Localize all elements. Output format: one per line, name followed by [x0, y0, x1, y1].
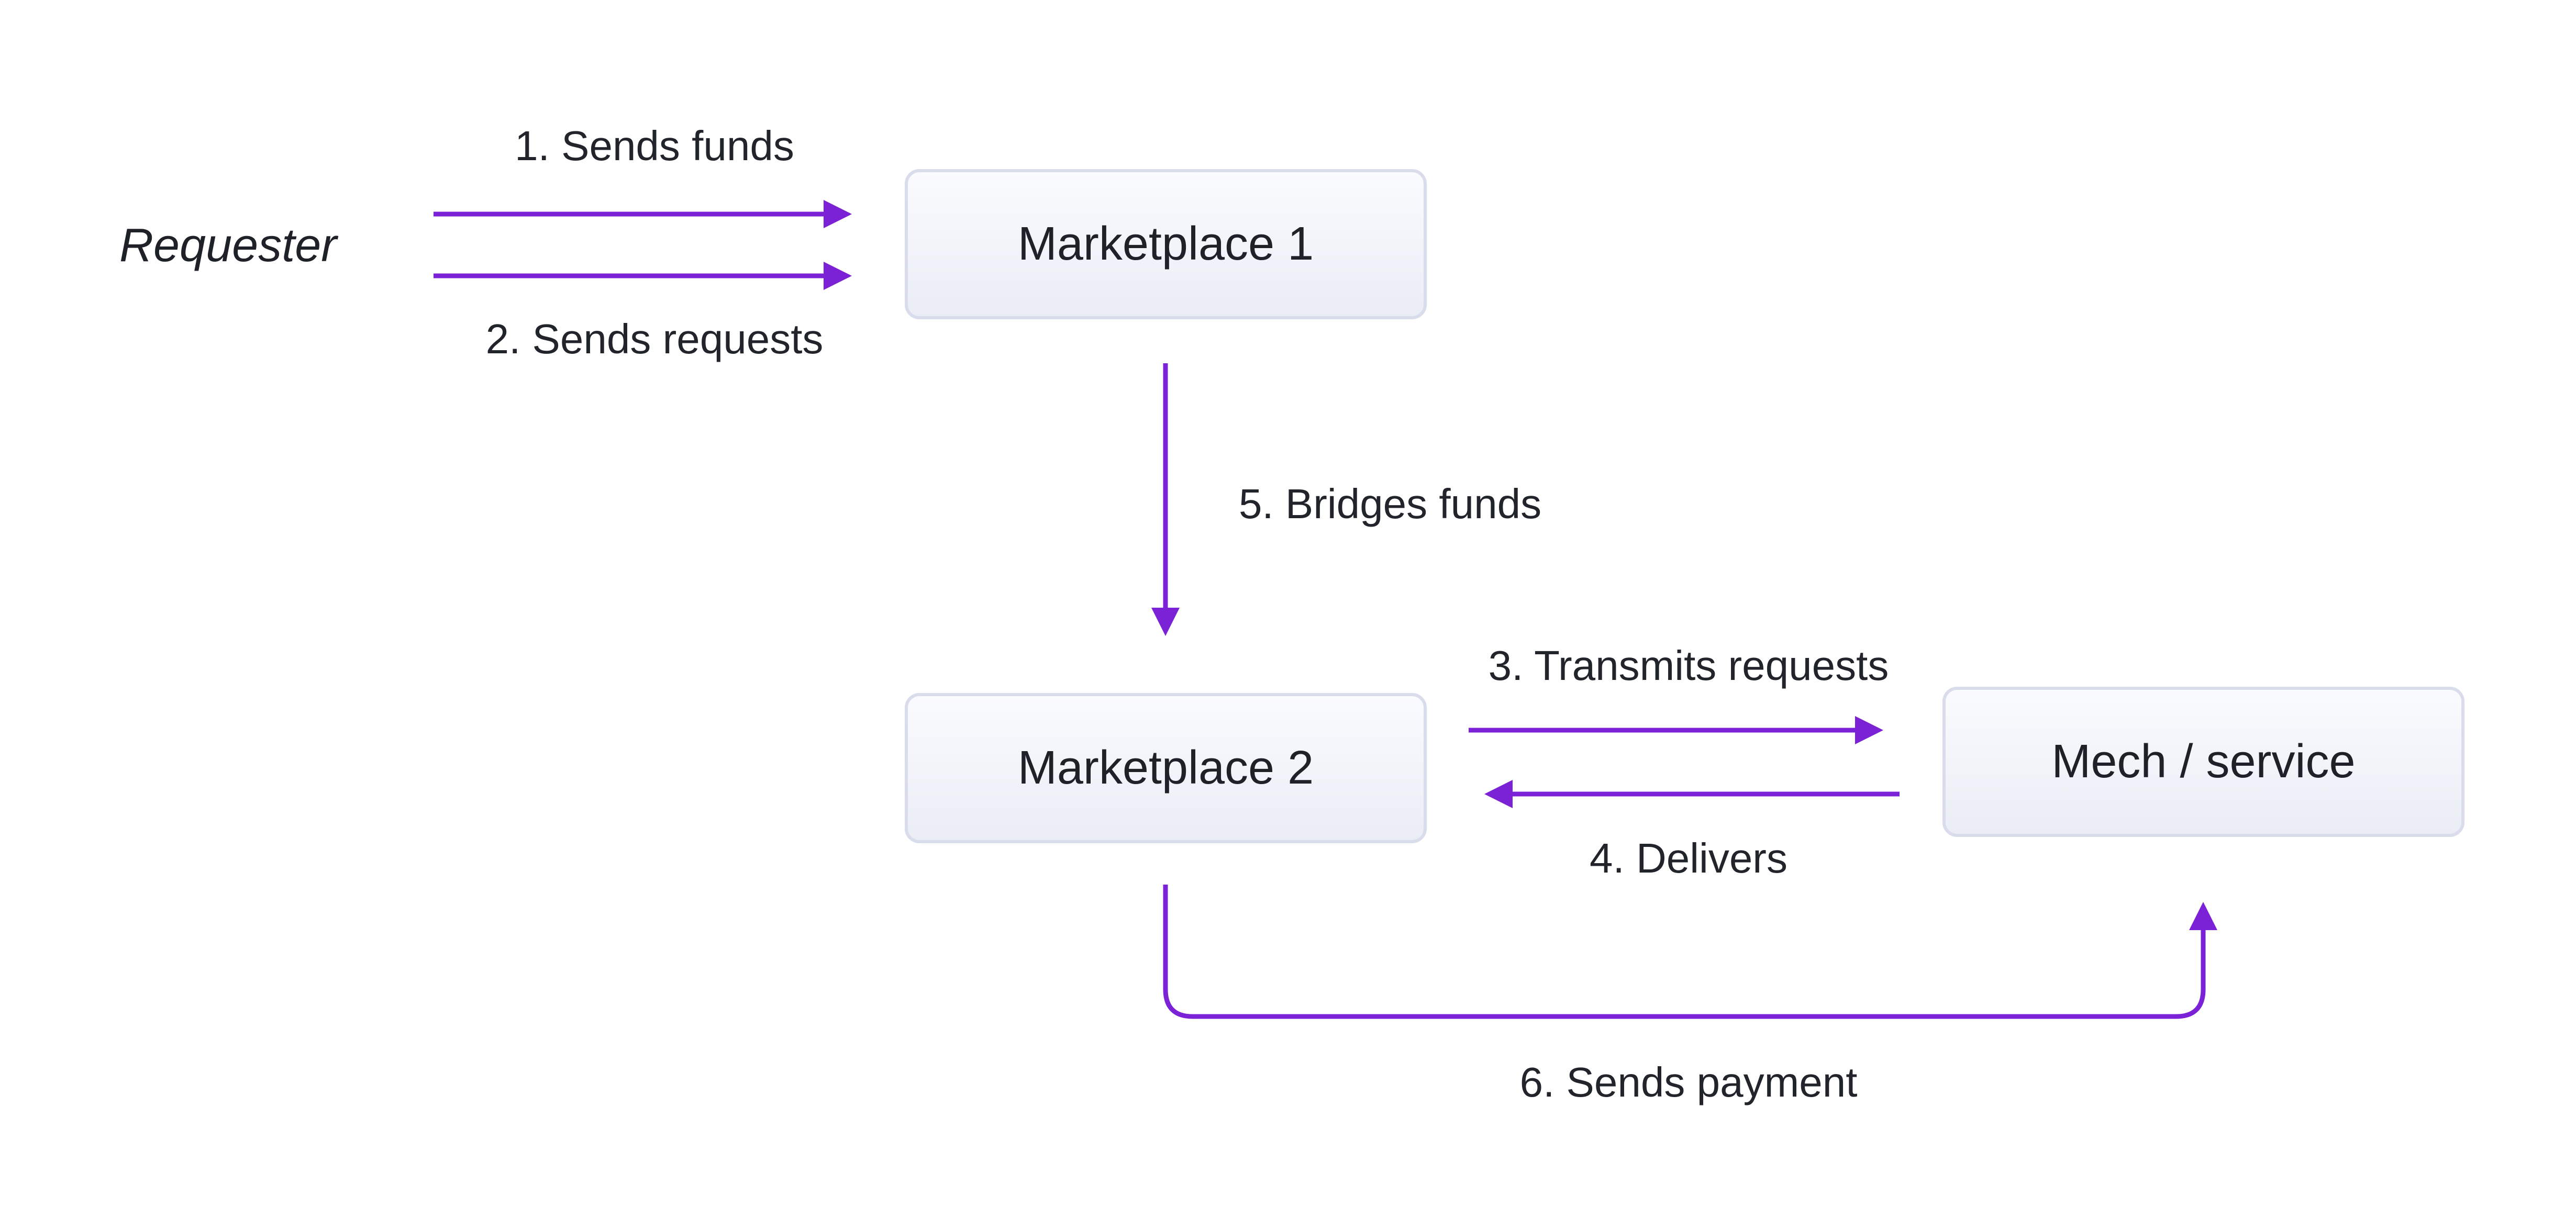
edge-label-sends-requests: 2. Sends requests	[485, 316, 824, 362]
marketplace-2-node: Marketplace 2	[905, 693, 1427, 843]
requester-label: Requester	[119, 219, 337, 272]
edge-label-sends-funds: 1. Sends funds	[515, 122, 794, 169]
edge-label-bridges-funds: 5. Bridges funds	[1238, 481, 1542, 527]
edge-label-transmits-requests: 3. Transmits requests	[1488, 642, 1889, 689]
mech-service-node: Mech / service	[1942, 687, 2464, 837]
arrow-sends-payment	[1163, 885, 2217, 1019]
edge-label-sends-payment: 6. Sends payment	[1519, 1059, 1858, 1105]
mech-service-label: Mech / service	[2051, 735, 2356, 788]
marketplace-2-label: Marketplace 2	[1017, 742, 1314, 794]
edge-label-delivers: 4. Delivers	[1590, 835, 1787, 881]
marketplace-1-label: Marketplace 1	[1017, 218, 1314, 270]
marketplace-1-node: Marketplace 1	[905, 169, 1427, 319]
